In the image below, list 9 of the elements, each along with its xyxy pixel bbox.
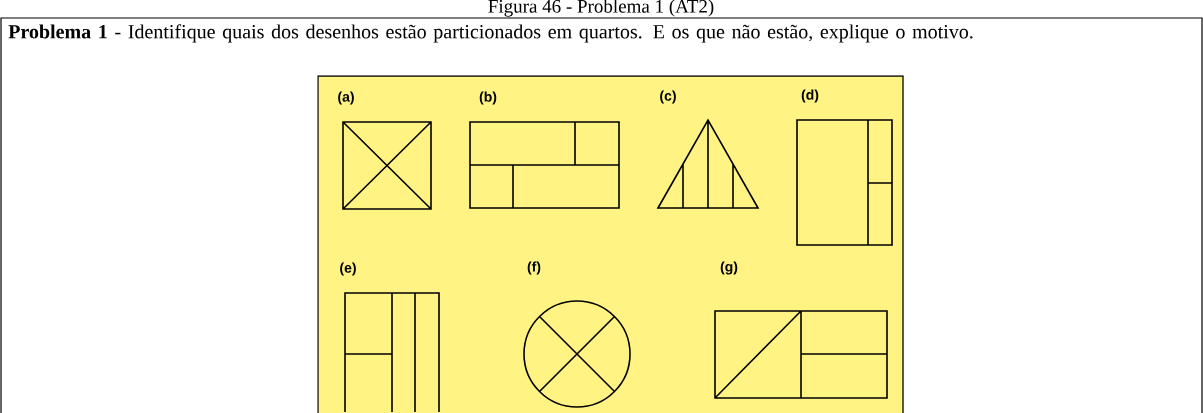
- figure-title: Figura 46 - Problema 1 (AT2): [488, 0, 714, 17]
- figure-label: (a): [338, 91, 354, 105]
- problem-statement: Problema 1 - Identifique quais dos desenhos estão particionados em quartos. E os que não estão, explique o motivo.: [8, 24, 973, 43]
- figure-label: (c): [660, 90, 676, 104]
- figure-label: (e): [340, 262, 356, 276]
- figure-label: (f): [527, 261, 541, 275]
- figure-label: (g): [720, 261, 738, 275]
- figure-label: (b): [479, 91, 497, 105]
- figure-label: (d): [801, 89, 819, 103]
